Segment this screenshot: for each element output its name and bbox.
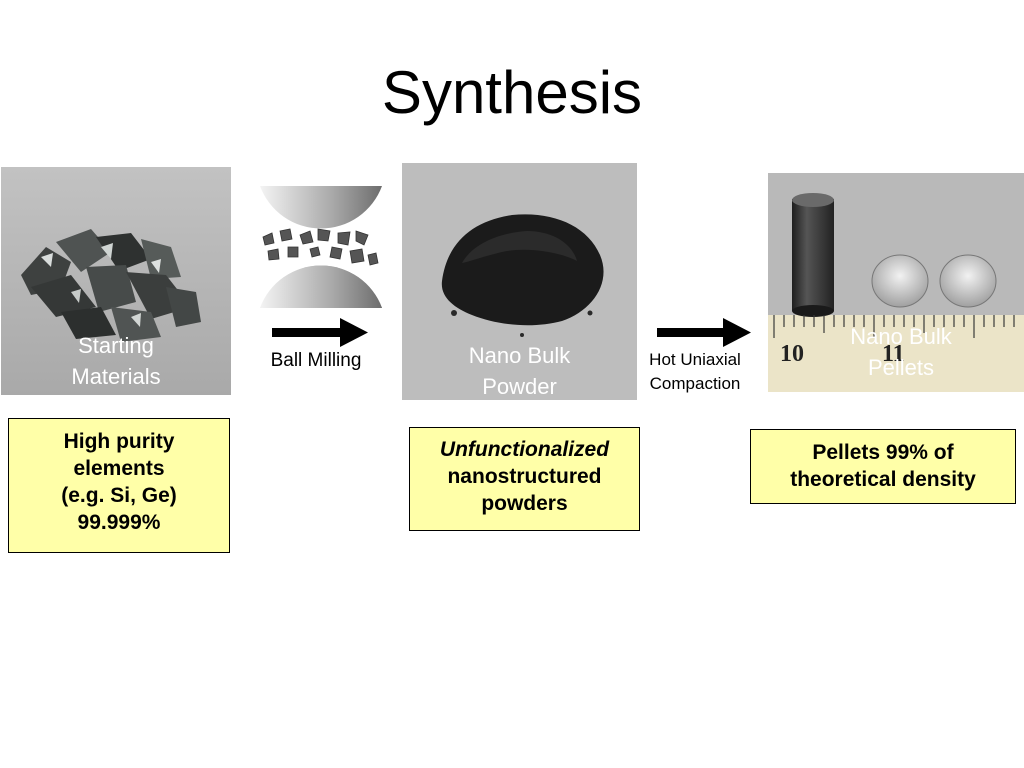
box-line: Pellets 99% of xyxy=(812,441,954,464)
box-line: 99.999% xyxy=(77,511,161,534)
box-line: powders xyxy=(481,492,568,515)
powder-info-box: Unfunctionalized nanostructured powders xyxy=(409,427,640,531)
powder-pile-image xyxy=(402,163,637,400)
box-line: nanostructured xyxy=(447,465,602,488)
starting-materials-info-box: High purity elements (e.g. Si, Ge) 99.99… xyxy=(8,418,230,553)
nano-bulk-powder-label: Nano Bulk Powder xyxy=(402,340,637,400)
box-line: (e.g. Si, Ge) xyxy=(61,484,177,507)
nano-bulk-powder-photo: Nano Bulk Powder xyxy=(402,163,637,400)
label-line: Hot Uniaxial xyxy=(649,350,741,369)
box-line: elements xyxy=(73,457,165,480)
label-line: Materials xyxy=(71,364,161,389)
label-line: Powder xyxy=(482,374,557,399)
nano-bulk-pellets-photo: 10 11 Nano Bulk Pellets xyxy=(768,173,1024,392)
pellets-image: 10 11 xyxy=(768,173,1024,392)
label-line: Compaction xyxy=(649,374,741,393)
label-line: Starting xyxy=(78,333,154,358)
box-line-emphasis: Unfunctionalized xyxy=(439,438,610,461)
box-line: theoretical density xyxy=(790,468,976,491)
pellets-info-box: Pellets 99% of theoretical density xyxy=(750,429,1016,504)
label-line: Pellets xyxy=(867,355,935,380)
page-title: Synthesis xyxy=(381,59,643,126)
starting-materials-label: Starting Materials xyxy=(1,330,231,392)
compaction-arrow-icon xyxy=(657,318,751,347)
silicon-chunks-image xyxy=(1,167,231,395)
ball-milling-arrow-icon xyxy=(272,318,368,347)
box-line: High purity xyxy=(63,430,175,453)
compaction-label: Hot Uniaxial Compaction xyxy=(632,348,758,396)
label-line: Nano Bulk xyxy=(850,324,952,349)
nano-bulk-pellets-label: Nano Bulk Pellets xyxy=(768,321,1024,383)
milling-balls-icon xyxy=(260,186,382,308)
ruler-number: 10 xyxy=(780,341,804,367)
ball-milling-label: Ball Milling xyxy=(270,350,362,371)
starting-materials-photo: Starting Materials xyxy=(1,167,231,395)
ruler-number: 11 xyxy=(882,341,905,367)
label-line: Nano Bulk xyxy=(468,343,571,368)
ball-milling-graphic xyxy=(258,185,383,310)
